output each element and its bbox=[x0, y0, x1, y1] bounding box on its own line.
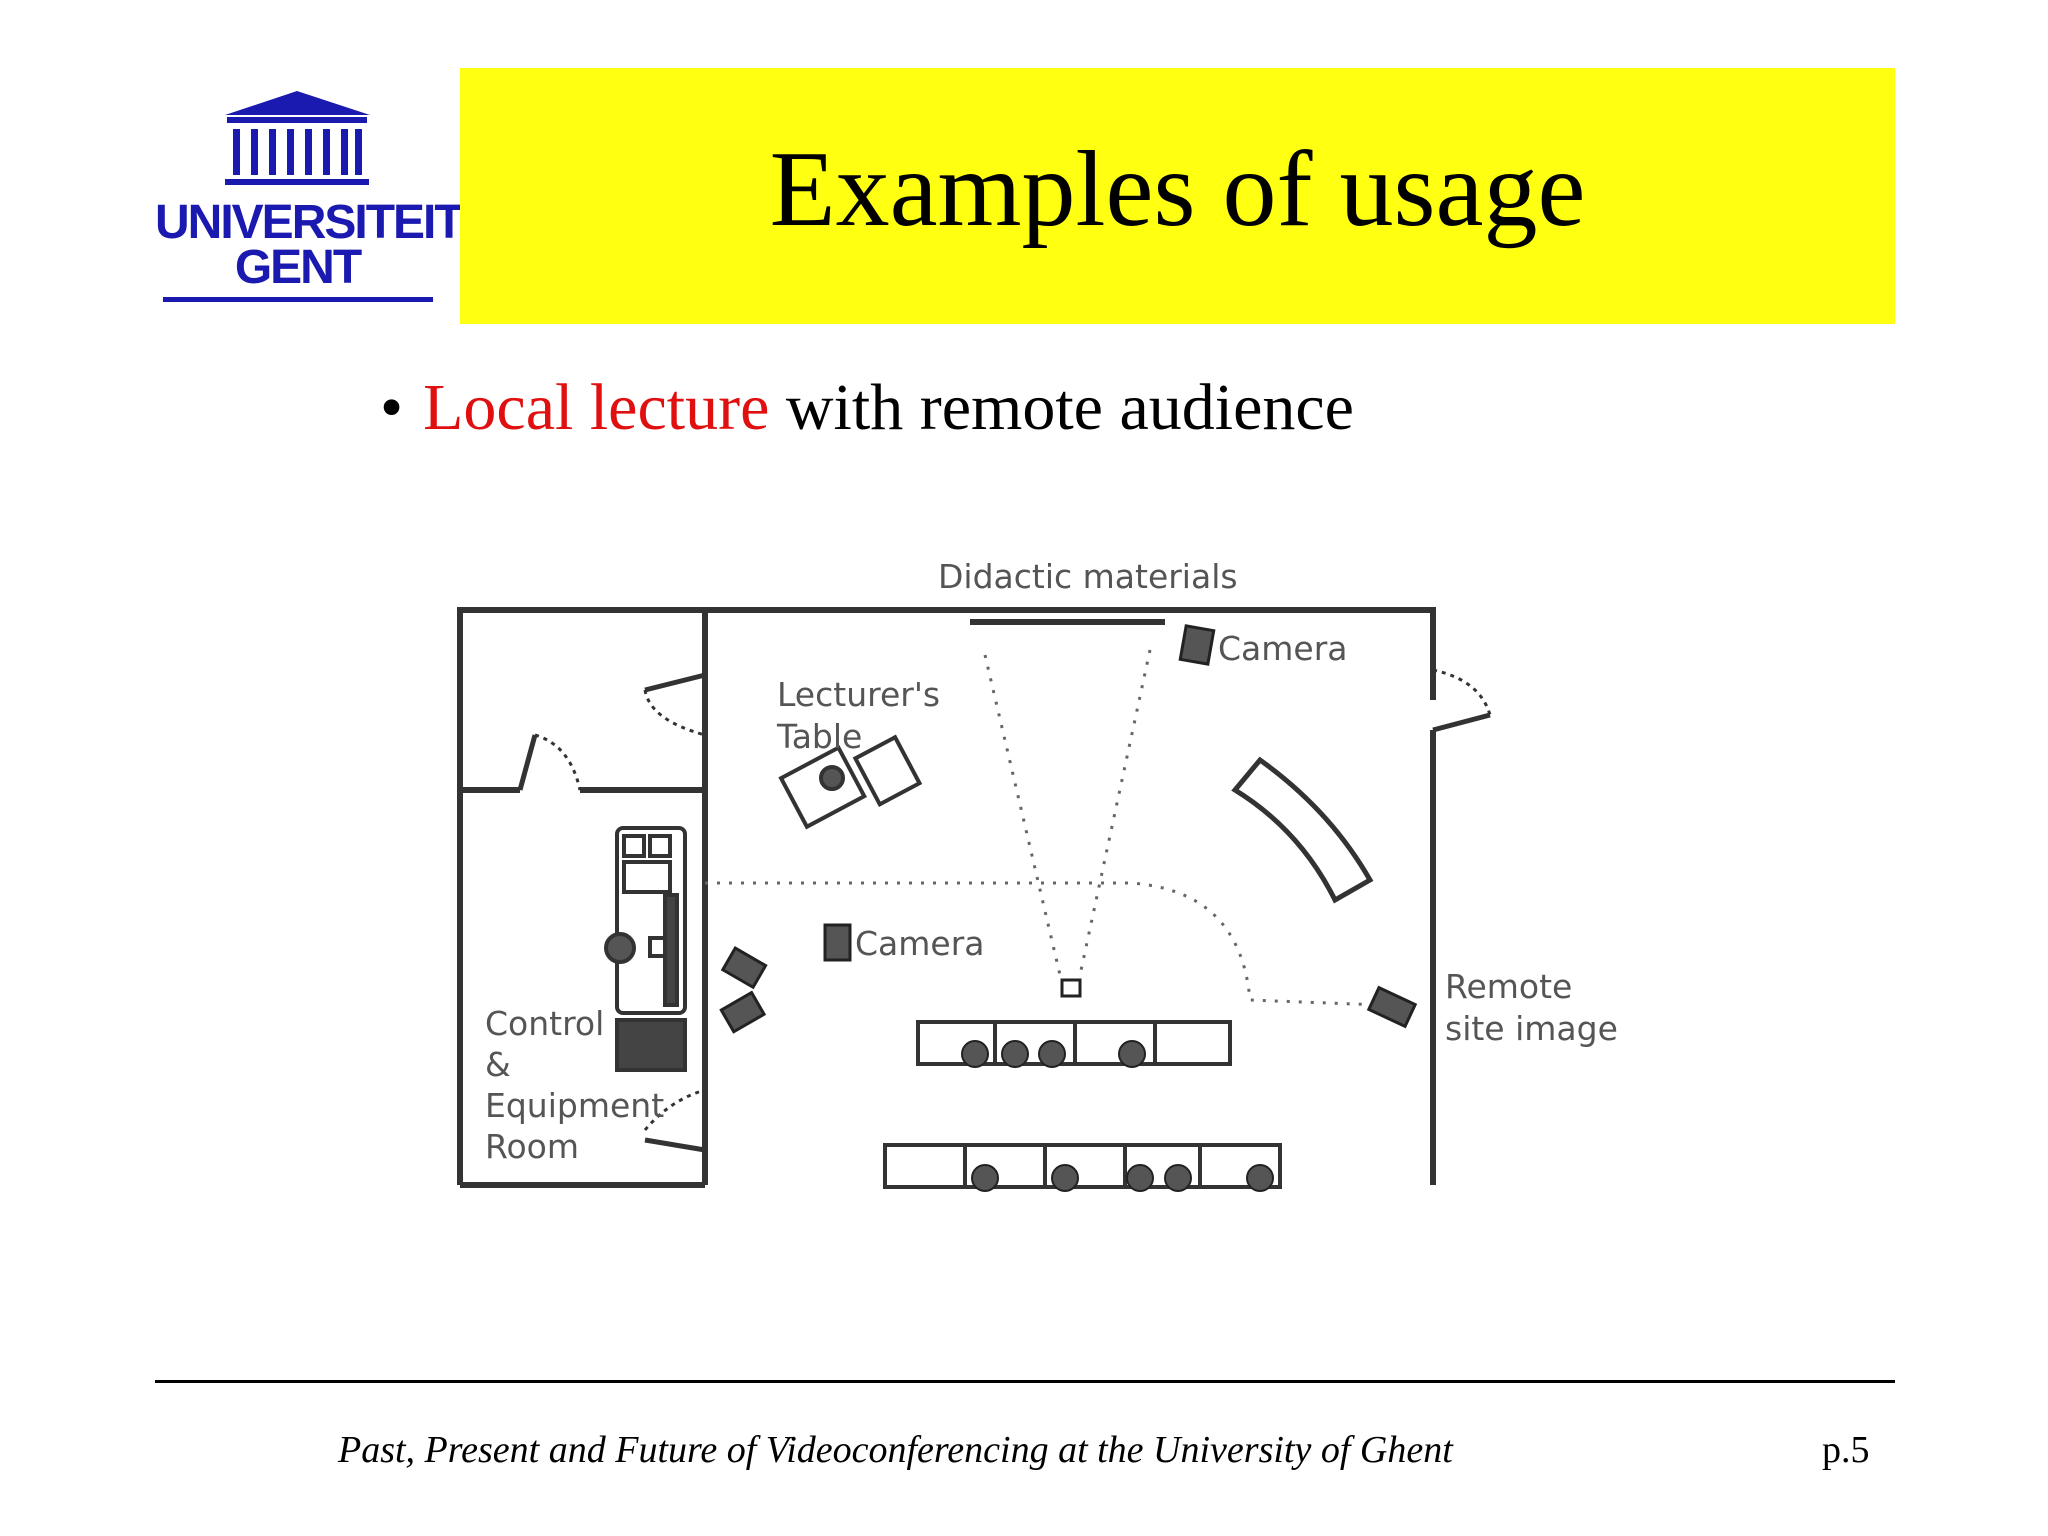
camera-mid-icon bbox=[823, 923, 852, 962]
title-band: Examples of usage bbox=[460, 68, 1895, 324]
label-camera-top: Camera bbox=[1218, 629, 1348, 668]
audience-row-2 bbox=[883, 1143, 1282, 1189]
logo-line-2: GENT bbox=[234, 241, 362, 294]
curved-desk bbox=[1231, 756, 1374, 904]
sightline bbox=[705, 881, 1381, 1007]
label-control-3: Equipment bbox=[485, 1086, 664, 1125]
temple-icon bbox=[225, 91, 370, 185]
label-control-4: Room bbox=[485, 1127, 579, 1166]
label-didactic: Didactic materials bbox=[938, 557, 1238, 596]
label-control-1: Control bbox=[485, 1004, 604, 1043]
logo-underline bbox=[163, 297, 433, 302]
label-camera-mid: Camera bbox=[855, 924, 985, 963]
logo-line-1: UNIVERSITEIT bbox=[155, 196, 464, 249]
label-lecturers-2: Table bbox=[776, 717, 862, 756]
university-logo: UNIVERSITEIT GENT bbox=[155, 85, 464, 315]
outer-wall bbox=[457, 607, 1436, 1185]
floor-plan-diagram: Didactic materials Camera Lecturer's Tab… bbox=[457, 557, 1618, 1192]
footer-divider bbox=[155, 1380, 1895, 1383]
bullet-item: • Local lecture with remote audience bbox=[380, 370, 1354, 446]
equipment-rack bbox=[604, 826, 687, 1072]
page-number: p.5 bbox=[1822, 1429, 1870, 1471]
remote-camera-icon bbox=[1366, 985, 1418, 1029]
page-title: Examples of usage bbox=[769, 130, 1586, 249]
bullet-marker: • bbox=[380, 371, 404, 444]
bullet-rest: with remote audience bbox=[769, 371, 1354, 444]
lecturers-table-shape bbox=[778, 734, 923, 830]
camera-top-icon bbox=[1178, 624, 1216, 666]
label-remote-2: site image bbox=[1445, 1009, 1618, 1048]
footer-text: Past, Present and Future of Videoconfere… bbox=[338, 1429, 1453, 1471]
label-lecturers-1: Lecturer's bbox=[777, 675, 940, 714]
label-control-2: & bbox=[485, 1045, 511, 1084]
label-remote-1: Remote bbox=[1445, 967, 1572, 1006]
bullet-highlight: Local lecture bbox=[423, 371, 770, 444]
